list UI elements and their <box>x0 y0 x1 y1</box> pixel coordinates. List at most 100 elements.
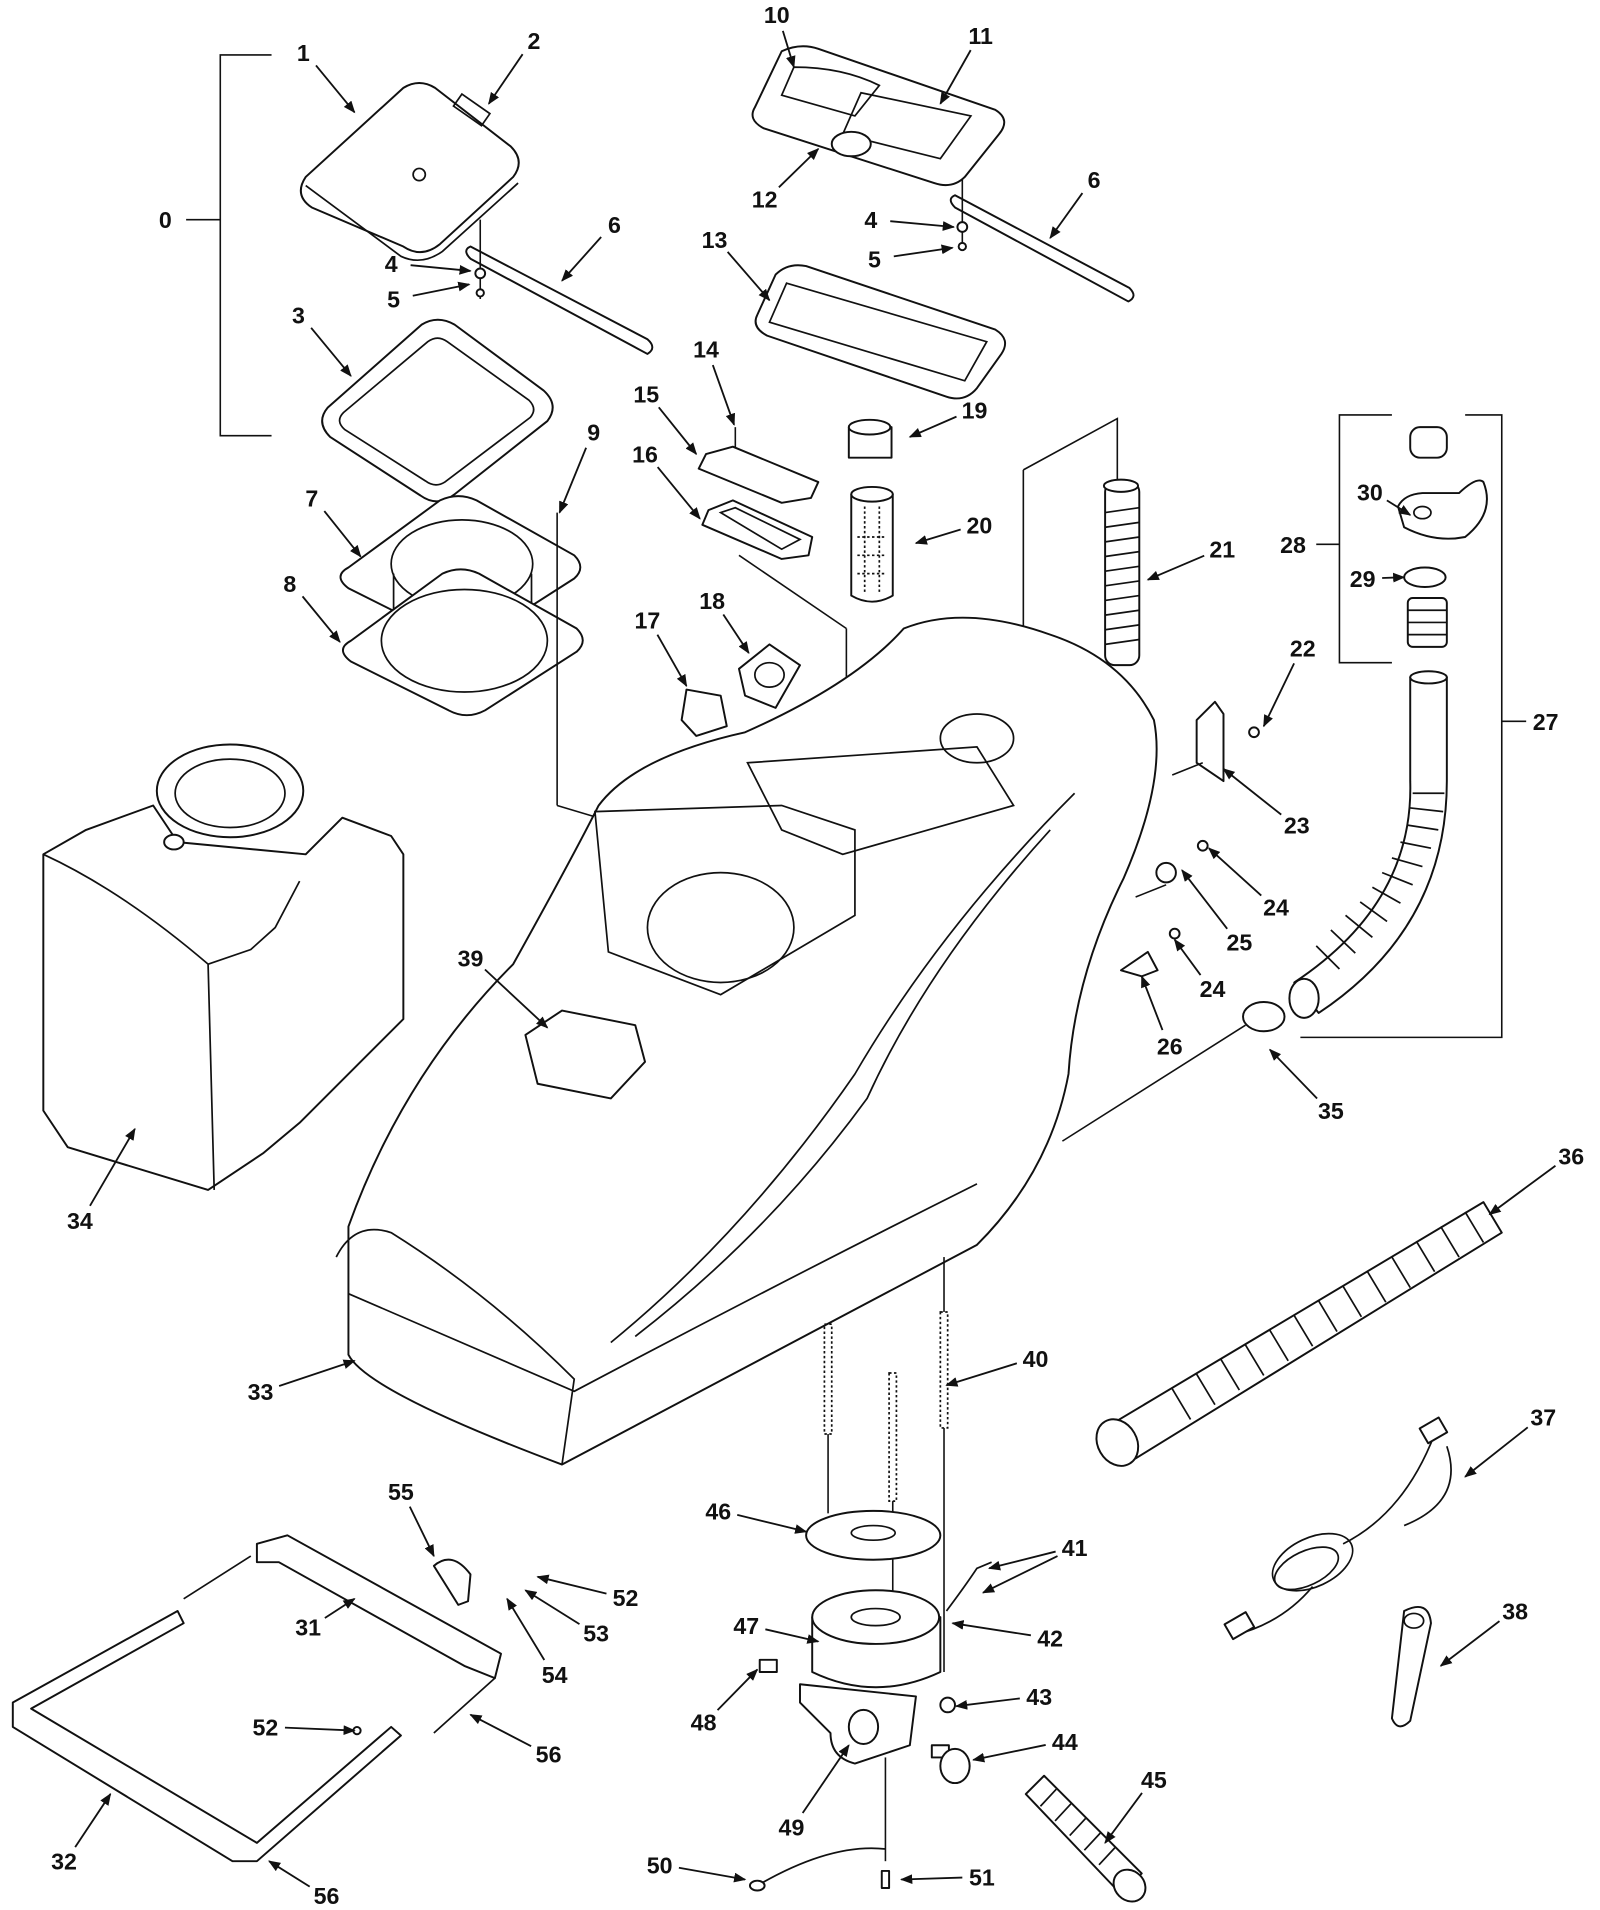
part-disk-46 <box>805 1509 942 1561</box>
callout-arrow <box>488 53 524 105</box>
callout-arrow <box>89 1127 136 1207</box>
part-gasket-13 <box>754 264 1007 400</box>
callout-label: 11 <box>968 23 993 49</box>
callout-arrow <box>558 447 587 514</box>
callout-label: 46 <box>705 1498 731 1524</box>
part-clamp-35 <box>1242 1001 1286 1033</box>
callout-label: 32 <box>51 1849 77 1875</box>
callout-arrow <box>722 613 750 654</box>
callout-label: 51 <box>969 1865 995 1891</box>
part-handle-38 <box>1390 1606 1432 1728</box>
callout-label: 37 <box>1530 1404 1556 1430</box>
callout-arrow <box>900 1874 963 1885</box>
callout-arrow <box>801 1744 850 1814</box>
bracket-assembly-28 <box>1316 414 1392 664</box>
callout-arrow <box>781 30 796 69</box>
callout-label: 47 <box>733 1613 759 1639</box>
part-clamp-44 <box>939 1747 971 1785</box>
callout-label: 5 <box>387 287 400 313</box>
callout-arrow <box>506 1597 546 1661</box>
callout-arrow <box>890 220 955 231</box>
callout-label: 41 <box>1062 1535 1088 1561</box>
callout-label: 24 <box>1263 894 1289 920</box>
callout-arrow <box>1140 975 1164 1031</box>
part-ground-wire-50-51 <box>748 1757 891 1892</box>
callout-label: 22 <box>1290 636 1316 662</box>
bracket-assembly-27 <box>1300 414 1527 1039</box>
callout-label: 3 <box>292 302 305 328</box>
callout-arrow <box>656 634 688 687</box>
callout-label: 24 <box>1200 976 1226 1002</box>
callout-label: 36 <box>1558 1143 1584 1169</box>
part-hose-21 <box>1022 417 1141 667</box>
callout-label: 0 <box>159 207 172 233</box>
callout-arrow <box>737 1513 808 1534</box>
callout-label: 4 <box>385 251 398 277</box>
callout-arrow <box>284 1725 356 1736</box>
callout-arrow <box>484 968 549 1029</box>
callout-label: 42 <box>1037 1625 1063 1651</box>
callout-arrow <box>893 244 954 258</box>
callout-arrow <box>972 1744 1046 1763</box>
callout-label: 9 <box>587 420 600 446</box>
part-plug-17 <box>680 688 728 737</box>
callout-arrow <box>981 1555 1058 1594</box>
callout-label: 26 <box>1157 1033 1183 1059</box>
callout-label: 33 <box>248 1379 274 1405</box>
callout-label: 2 <box>527 28 540 54</box>
part-tank-34 <box>42 743 405 1191</box>
callout-label: 20 <box>967 512 993 538</box>
callout-label: 43 <box>1026 1684 1052 1710</box>
callout-label: 25 <box>1226 930 1252 956</box>
callout-label: 52 <box>613 1585 639 1611</box>
callout-label: 29 <box>1350 566 1376 592</box>
callout-label: 40 <box>1023 1346 1049 1372</box>
callout-label: 52 <box>253 1714 279 1740</box>
callout-arrow <box>908 415 957 438</box>
callout-arrow <box>1181 869 1228 930</box>
part-strap-6 <box>465 245 654 355</box>
callout-arrow <box>1488 1164 1556 1216</box>
callout-label: 35 <box>1318 1098 1344 1124</box>
callout-arrow <box>301 595 341 643</box>
callout-arrow <box>1262 662 1295 728</box>
callout-arrow <box>1207 847 1262 897</box>
part-frame-31 <box>183 1534 502 1734</box>
callout-label: 8 <box>283 571 296 597</box>
callout-arrow <box>656 466 701 520</box>
callout-arrow <box>324 1598 356 1619</box>
callout-label: 16 <box>632 442 658 468</box>
callout-label: 19 <box>962 398 988 424</box>
callout-arrow <box>410 264 472 275</box>
part-strap-6b <box>949 194 1135 303</box>
callout-arrow <box>945 1362 1018 1387</box>
callout-arrow <box>524 1589 580 1625</box>
part-cover-plate-15-16 <box>697 427 848 782</box>
part-body-33 <box>335 616 1158 1466</box>
callout-label: 10 <box>764 2 790 28</box>
part-hose-45 <box>1024 1774 1147 1903</box>
callout-label: 44 <box>1052 1729 1078 1755</box>
part-valve-29-30 <box>1397 426 1488 648</box>
callout-label: 39 <box>458 946 484 972</box>
callout-arrow <box>536 1574 607 1595</box>
part-brackets-22-26 <box>1120 700 1260 978</box>
callout-arrow <box>74 1793 112 1848</box>
callout-arrow <box>955 1697 1020 1710</box>
callout-arrow <box>711 364 736 426</box>
callout-label: 4 <box>864 207 877 233</box>
callout-arrow <box>1104 1792 1143 1844</box>
callout-label: 53 <box>583 1621 609 1647</box>
callout-arrow <box>268 1860 311 1888</box>
callout-label: 23 <box>1284 813 1310 839</box>
part-motor-47 <box>758 1561 992 1765</box>
callout-arrow <box>726 251 771 302</box>
callout-label: 5 <box>868 246 881 272</box>
part-grommet-18 <box>738 643 801 709</box>
callout-label: 28 <box>1280 532 1306 558</box>
callout-label: 1 <box>297 40 310 66</box>
callout-arrow <box>1464 1426 1529 1478</box>
callout-label: 31 <box>295 1614 321 1640</box>
